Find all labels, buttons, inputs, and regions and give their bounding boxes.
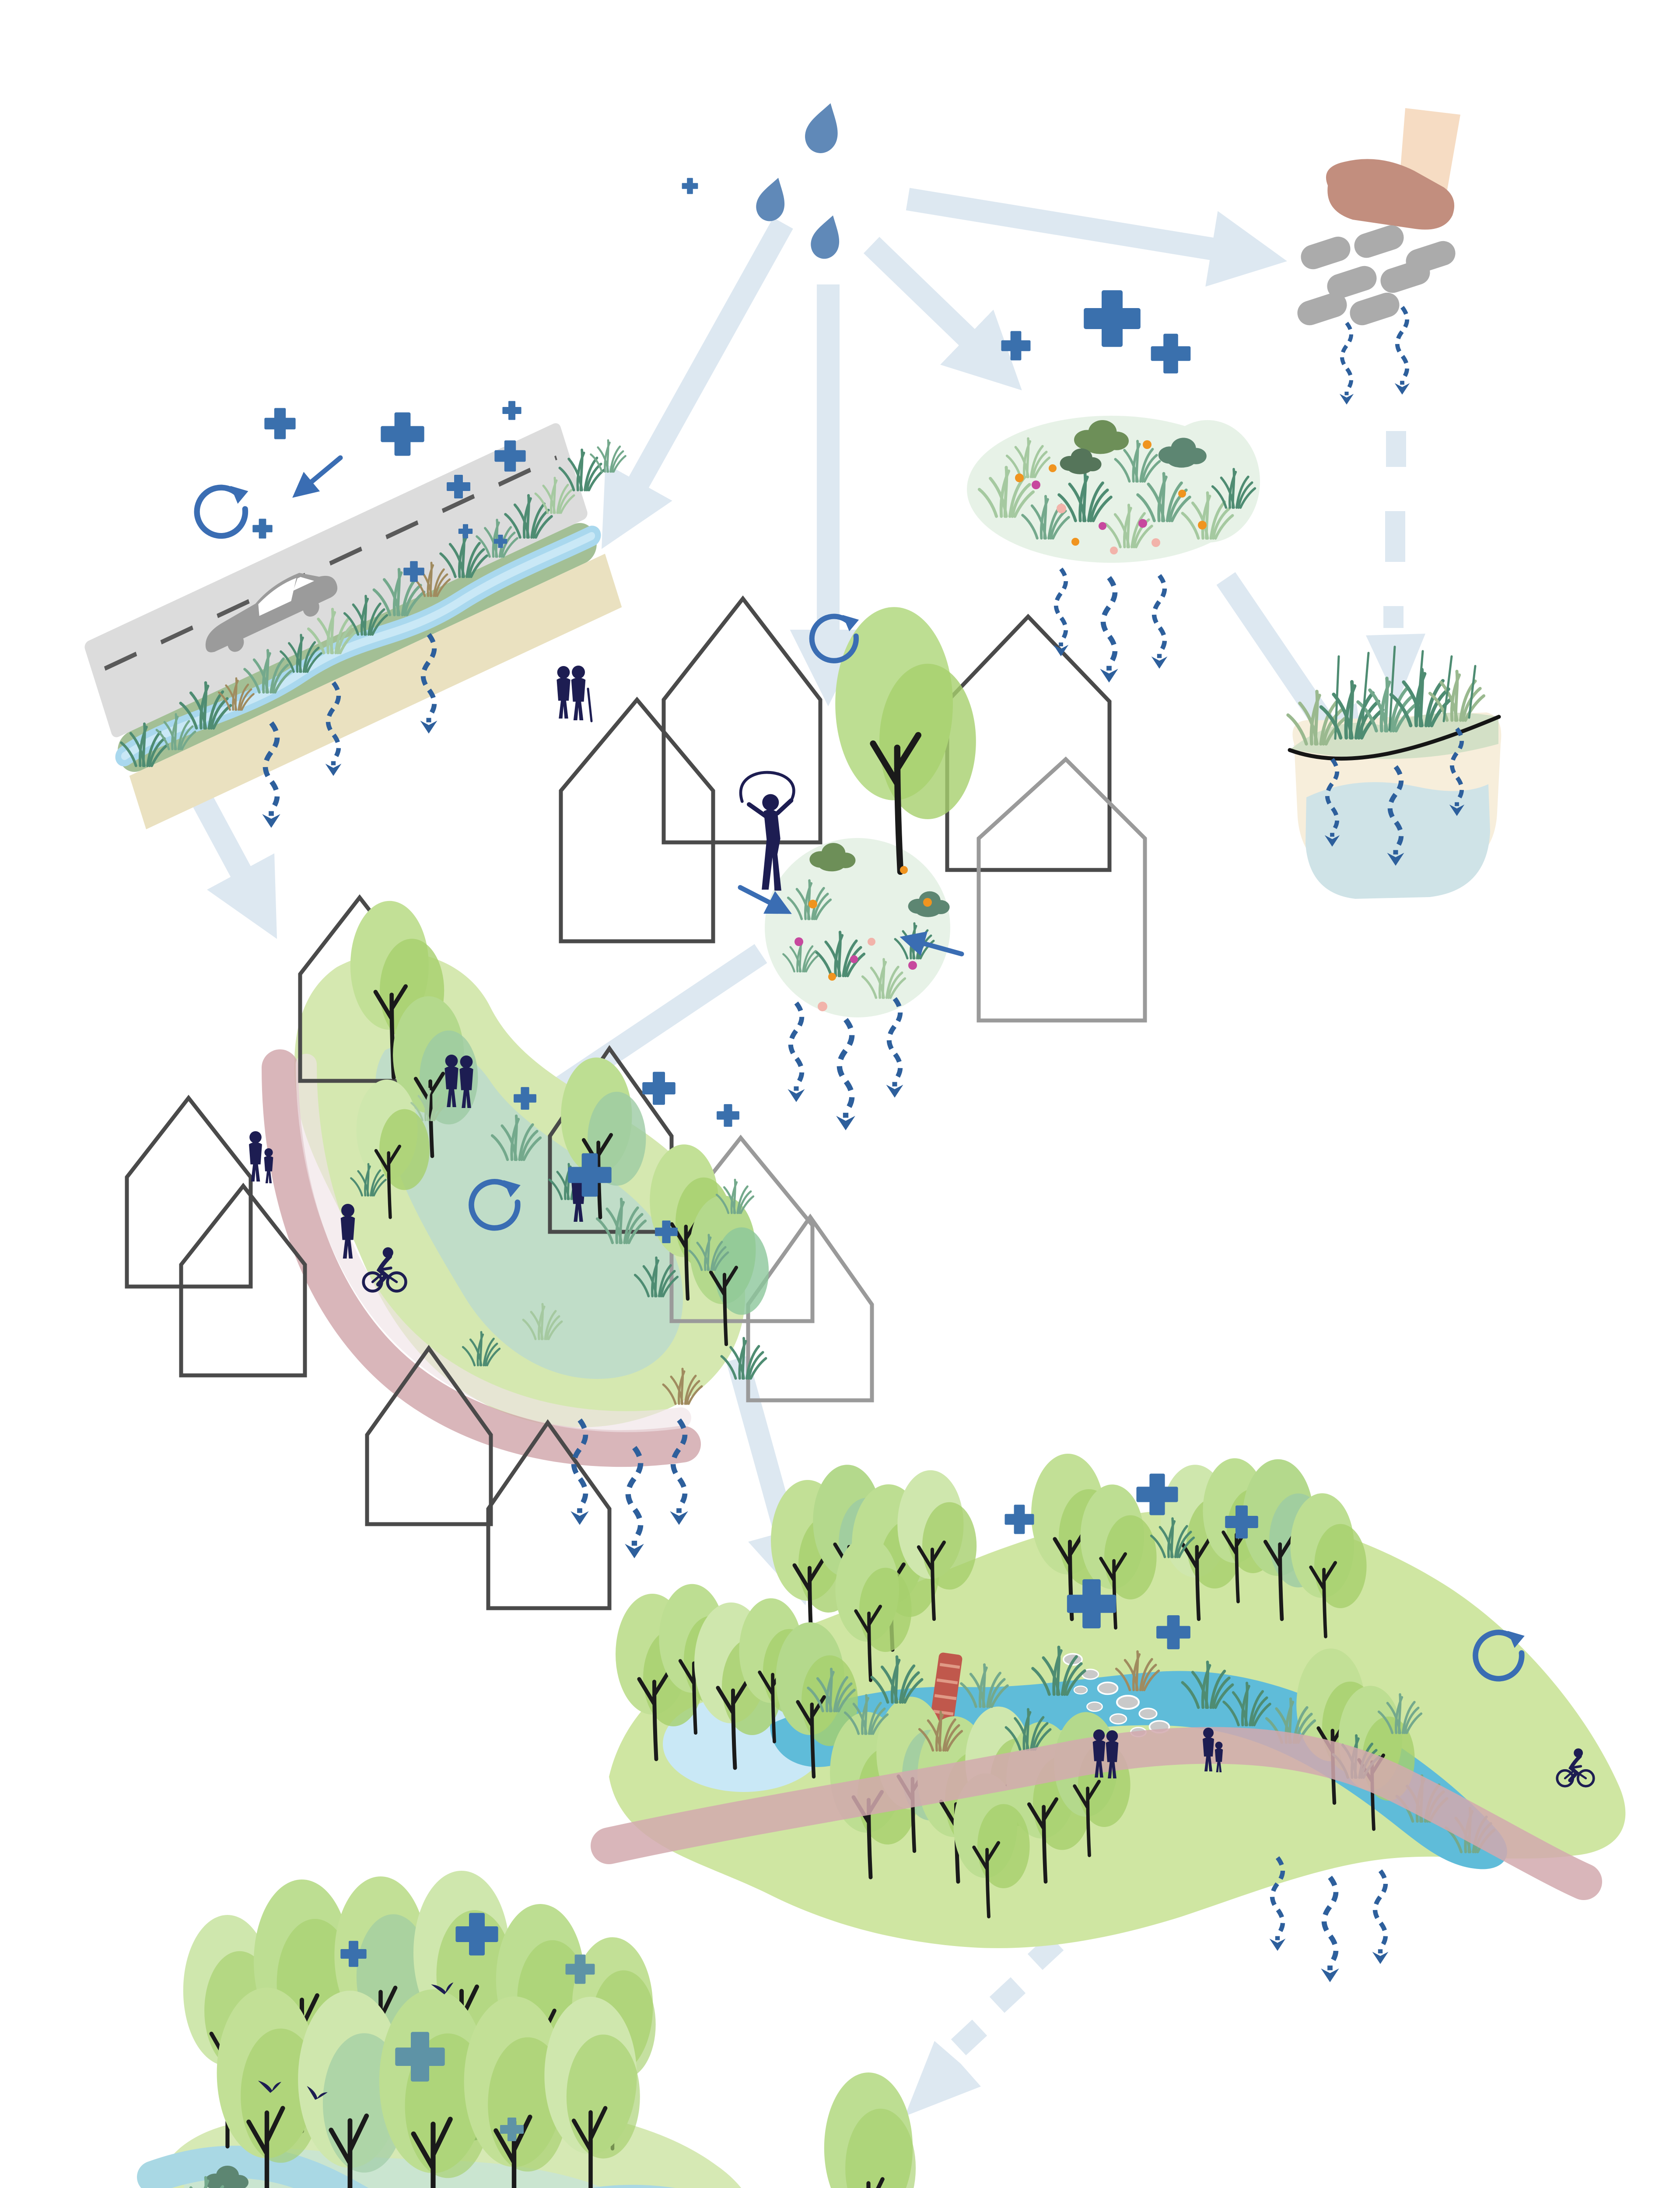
rain-garden-bed — [765, 838, 950, 1017]
inflow-arrow — [900, 931, 964, 957]
house-outline — [559, 696, 715, 943]
pedestrian-couple — [556, 666, 593, 722]
house-outline — [486, 1419, 612, 1610]
corridor-path — [262, 1049, 701, 1467]
house-outline — [669, 1134, 815, 1323]
corridor-path-light — [296, 1054, 691, 1432]
street-isometric-plane — [84, 423, 622, 830]
dashed-flow-arrow-pavers-to-basin — [1366, 431, 1425, 703]
flow-arrows — [150, 188, 1425, 2116]
scene-street-bioswale — [84, 178, 698, 830]
basin-grass-mound — [1291, 712, 1498, 759]
house-outline — [945, 614, 1112, 872]
house-outline — [365, 1345, 493, 1526]
scene-riparian-forest — [137, 1871, 916, 2188]
house-outline — [662, 595, 822, 845]
house-outline — [746, 1213, 874, 1403]
meadow-planting — [979, 420, 1255, 554]
park-path — [591, 1727, 1602, 1900]
scene-flower-meadow — [967, 292, 1260, 670]
scene-permeable-pavers — [1297, 108, 1460, 395]
flow-arrow-meadow-to-basin — [1216, 572, 1368, 788]
house-outline — [179, 1182, 307, 1378]
rain-garden-planting — [783, 843, 950, 1011]
sidewalk — [129, 554, 622, 830]
runoff-arrow — [292, 455, 343, 498]
paver — [1354, 225, 1404, 258]
house-outline — [976, 756, 1147, 1023]
flow-arrow-rain-to-meadow — [863, 237, 1022, 390]
basin-grasses — [1288, 645, 1484, 744]
paver — [1327, 266, 1377, 299]
flow-arrow-rain-to-street — [602, 217, 793, 549]
shoe — [1326, 159, 1455, 230]
paver — [1350, 292, 1400, 326]
paver — [1380, 260, 1430, 293]
paver-group — [1297, 225, 1456, 326]
child-skipping-rope — [739, 771, 795, 891]
road-centerline — [104, 455, 557, 671]
flow-arrow-rain-to-pavers — [906, 188, 1287, 287]
scene-infiltration-basin — [1288, 645, 1502, 899]
scene-green-corridor — [125, 894, 874, 1610]
basin-groundwater — [1306, 782, 1490, 899]
paver — [1297, 292, 1347, 326]
scene-rain-garden-houses — [559, 595, 1147, 1118]
paver — [1301, 236, 1351, 270]
house-outline — [125, 1094, 253, 1289]
weir — [929, 1652, 962, 1731]
basin-ground-line — [1288, 715, 1501, 761]
scene-river-park — [591, 1454, 1626, 1970]
corridor-swale — [375, 1041, 683, 1379]
inflow-arrow — [738, 885, 792, 914]
